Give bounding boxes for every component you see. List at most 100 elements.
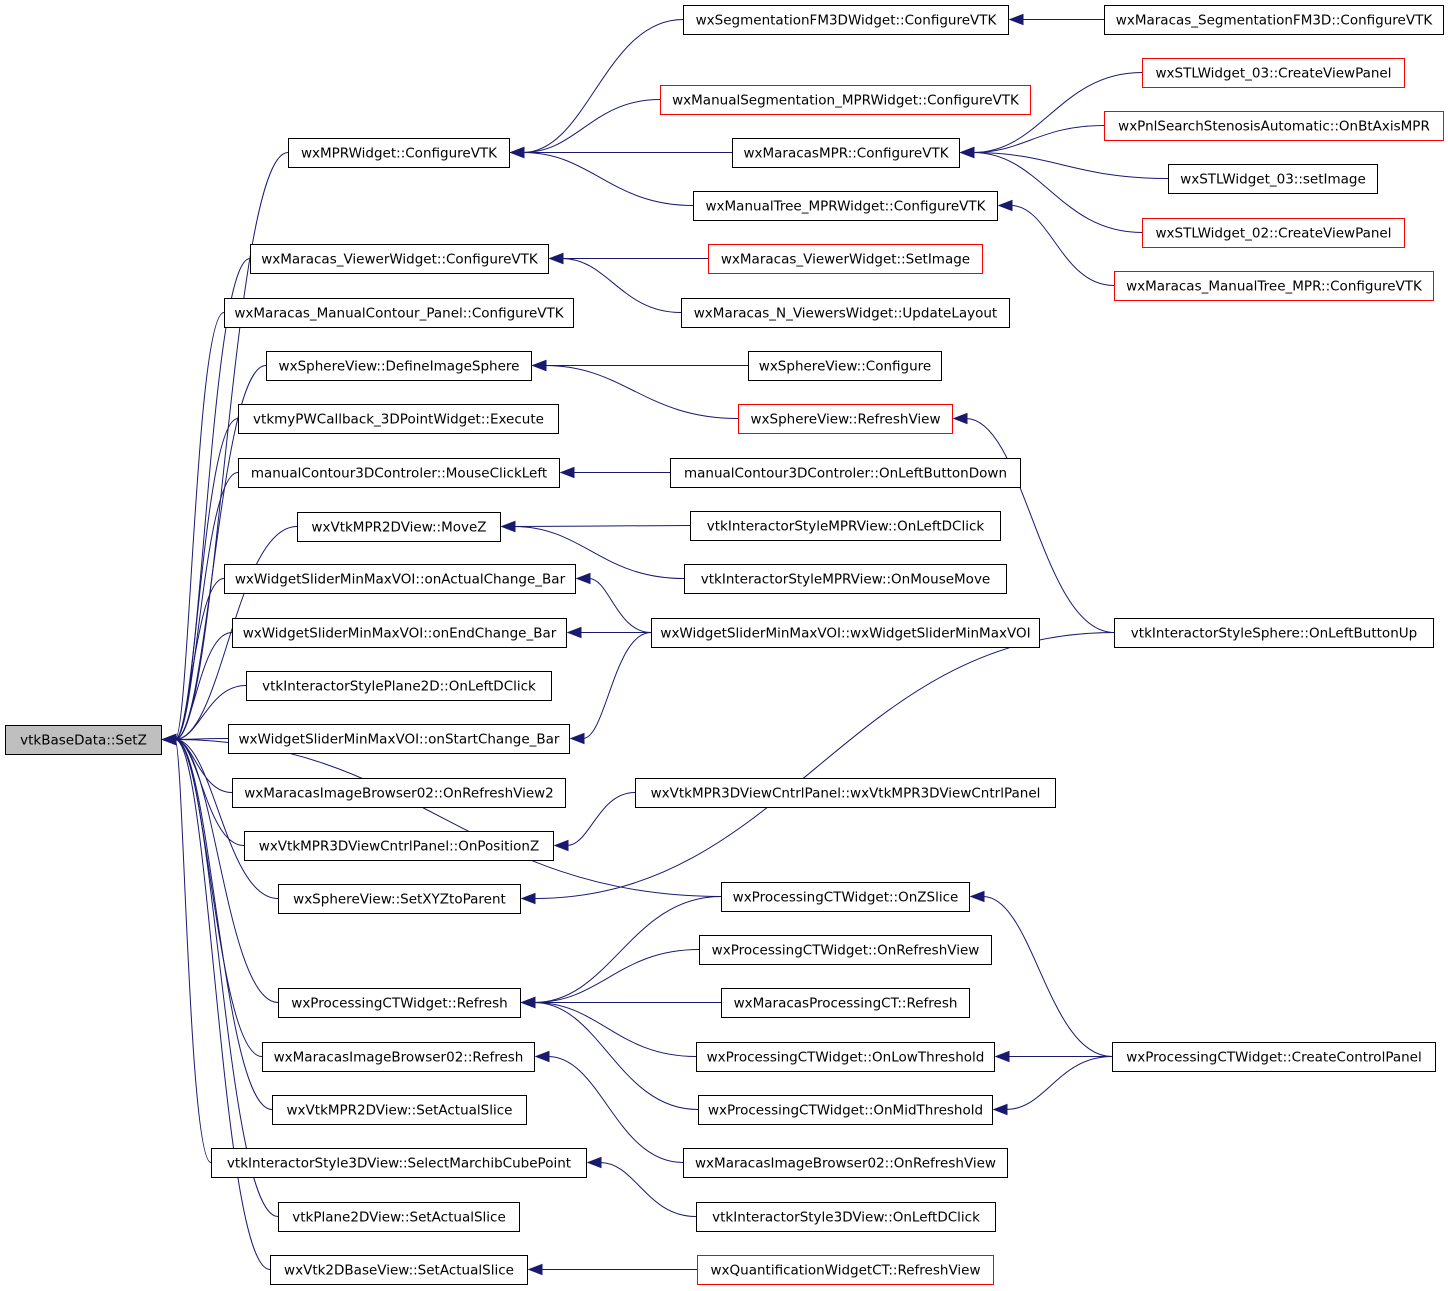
graph-node[interactable]: wxManualTree_MPRWidget::ConfigureVTK xyxy=(693,191,998,221)
node-box xyxy=(696,1202,996,1232)
graph-node[interactable]: wxVtkMPR3DViewCntrlPanel::wxVtkMPR3DView… xyxy=(635,778,1056,808)
arrow-head-icon xyxy=(500,520,516,533)
graph-node[interactable]: wxProcessingCTWidget::Refresh xyxy=(278,988,521,1018)
node-box xyxy=(288,138,510,168)
graph-node[interactable]: wxProcessingCTWidget::OnLowThreshold xyxy=(696,1042,995,1072)
arrow-head-icon xyxy=(520,996,536,1009)
arrow-head-icon xyxy=(959,146,975,159)
call-edge xyxy=(513,525,691,527)
graph-node[interactable]: vtkInteractorStyle3DView::OnLeftDClick xyxy=(696,1202,996,1232)
call-edge xyxy=(174,472,239,740)
graph-node[interactable]: wxSphereView::RefreshView xyxy=(738,404,953,434)
arrow-head-icon xyxy=(161,733,177,746)
node-box xyxy=(1142,218,1405,248)
node-label: vtkInteractorStyleMPRView::OnLeftDClick xyxy=(707,519,985,535)
node-box xyxy=(232,618,567,648)
graph-node[interactable]: wxMaracasImageBrowser02::Refresh xyxy=(262,1042,535,1072)
graph-node[interactable]: wxVtk2DBaseView::SetActualSlice xyxy=(270,1255,528,1285)
graph-node[interactable]: wxWidgetSliderMinMaxVOI::onEndChange_Bar xyxy=(232,618,567,648)
graph-node[interactable]: wxSTLWidget_03::CreateViewPanel xyxy=(1142,58,1405,88)
graph-node[interactable]: vtkPlane2DView::SetActualSlice xyxy=(278,1202,520,1232)
node-label: wxWidgetSliderMinMaxVOI::onStartChange_B… xyxy=(239,732,560,748)
node-box xyxy=(660,85,1031,115)
node-box xyxy=(670,458,1021,488)
graph-node[interactable]: wxMaracasImageBrowser02::OnRefreshView xyxy=(683,1148,1008,1178)
graph-node[interactable]: wxMaracas_ViewerWidget::SetImage xyxy=(708,244,983,274)
arrow-head-icon xyxy=(534,1050,550,1063)
arrow-head-icon xyxy=(520,892,536,905)
graph-node[interactable]: wxWidgetSliderMinMaxVOI::onStartChange_B… xyxy=(228,724,570,754)
arrow-head-icon xyxy=(575,572,591,585)
graph-node[interactable]: manualContour3DControler::OnLeftButtonDo… xyxy=(670,458,1021,488)
arrow-head-icon xyxy=(586,1156,602,1169)
arrow-head-icon xyxy=(553,839,569,852)
graph-node[interactable]: vtkInteractorStylePlane2D::OnLeftDClick xyxy=(246,671,552,701)
node-label: wxSphereView::Configure xyxy=(759,359,931,375)
graph-node[interactable]: wxPnlSearchStenosisAutomatic::OnBtAxisMP… xyxy=(1104,111,1444,141)
graph-node[interactable]: vtkInteractorStyleMPRView::OnLeftDClick xyxy=(690,511,1001,541)
graph-node[interactable]: wxProcessingCTWidget::OnMidThreshold xyxy=(698,1095,993,1125)
graph-node[interactable]: wxMaracas_N_ViewersWidget::UpdateLayout xyxy=(681,298,1010,328)
graph-node[interactable]: wxMaracas_ManualTree_MPR::ConfigureVTK xyxy=(1114,271,1434,301)
graph-node[interactable]: wxMaracasProcessingCT::Refresh xyxy=(721,988,970,1018)
arrow-head-icon xyxy=(992,1103,1008,1116)
graph-node[interactable]: vtkInteractorStyleSphere::OnLeftButtonUp xyxy=(1114,618,1434,648)
graph-node[interactable]: wxSTLWidget_03::setImage xyxy=(1168,164,1378,194)
node-label: wxMaracas_ViewerWidget::ConfigureVTK xyxy=(261,252,539,268)
graph-node[interactable]: wxMaracas_ViewerWidget::ConfigureVTK xyxy=(250,244,549,274)
node-label: vtkInteractorStyle3DView::OnLeftDClick xyxy=(712,1210,980,1226)
graph-node[interactable]: wxProcessingCTWidget::CreateControlPanel xyxy=(1112,1042,1436,1072)
graph-node[interactable]: manualContour3DControler::MouseClickLeft xyxy=(238,458,560,488)
node-box xyxy=(246,671,552,701)
node-label: wxMaracasImageBrowser02::OnRefreshView2 xyxy=(244,786,554,802)
node-box xyxy=(1112,1042,1436,1072)
node-label: wxSTLWidget_02::CreateViewPanel xyxy=(1155,226,1391,242)
graph-node[interactable]: wxSphereView::SetXYZtoParent xyxy=(278,884,521,914)
graph-node[interactable]: wxSphereView::Configure xyxy=(748,351,942,381)
graph-node[interactable]: vtkInteractorStyleMPRView::OnMouseMove xyxy=(684,564,1007,594)
node-box xyxy=(699,935,992,965)
graph-node[interactable]: wxVtkMPR2DView::SetActualSlice xyxy=(272,1095,527,1125)
arrow-head-icon xyxy=(527,1263,543,1276)
node-label: wxMaracas_N_ViewersWidget::UpdateLayout xyxy=(694,306,997,322)
root-node[interactable]: vtkBaseData::SetZ xyxy=(5,725,162,755)
graph-edges xyxy=(161,13,1169,1276)
node-label: wxProcessingCTWidget::OnRefreshView xyxy=(712,943,980,959)
graph-nodes: vtkBaseData::SetZ wxMPRWidget::ConfigureV… xyxy=(5,5,1444,1285)
graph-node[interactable]: wxWidgetSliderMinMaxVOI::wxWidgetSliderM… xyxy=(651,618,1040,648)
graph-node[interactable]: wxSphereView::DefineImageSphere xyxy=(266,351,532,381)
graph-node[interactable]: wxManualSegmentation_MPRWidget::Configur… xyxy=(660,85,1031,115)
node-label: wxMPRWidget::ConfigureVTK xyxy=(301,146,498,162)
graph-node[interactable]: vtkInteractorStyle3DView::SelectMarchibC… xyxy=(211,1148,587,1178)
graph-node[interactable]: wxMaracasImageBrowser02::OnRefreshView2 xyxy=(232,778,566,808)
call-edge xyxy=(174,739,212,1163)
graph-node[interactable]: wxVtkMPR2DView::MoveZ xyxy=(297,512,501,542)
node-box xyxy=(697,1255,994,1285)
node-box xyxy=(1104,111,1444,141)
node-box xyxy=(651,618,1040,648)
call-edge xyxy=(972,125,1105,153)
graph-node[interactable]: wxProcessingCTWidget::OnRefreshView xyxy=(699,935,992,965)
node-label: wxMaracasProcessingCT::Refresh xyxy=(734,996,958,1012)
node-box xyxy=(748,351,942,381)
graph-node[interactable]: wxMaracas_ManualContour_Panel::Configure… xyxy=(224,298,574,328)
graph-node[interactable]: wxMPRWidget::ConfigureVTK xyxy=(288,138,510,168)
graph-node[interactable]: wxSegmentationFM3DWidget::ConfigureVTK xyxy=(683,5,1009,35)
call-edge xyxy=(174,685,247,740)
node-label: wxSphereView::SetXYZtoParent xyxy=(293,892,506,908)
arrow-head-icon xyxy=(569,732,585,745)
graph-node[interactable]: wxVtkMPR3DViewCntrlPanel::OnPositionZ xyxy=(244,831,554,861)
node-box xyxy=(698,1095,993,1125)
graph-node[interactable]: wxProcessingCTWidget::OnZSlice xyxy=(721,882,970,912)
graph-node[interactable]: wxQuantificationWidgetCT::RefreshView xyxy=(697,1255,994,1285)
graph-node[interactable]: wxMaracasMPR::ConfigureVTK xyxy=(732,138,960,168)
graph-node[interactable]: wxWidgetSliderMinMaxVOI::onActualChange_… xyxy=(224,564,576,594)
graph-node[interactable]: wxMaracas_SegmentationFM3D::ConfigureVTK xyxy=(1104,5,1444,35)
node-label: wxSphereView::RefreshView xyxy=(750,412,940,428)
node-label: wxMaracas_SegmentationFM3D::ConfigureVTK xyxy=(1116,13,1434,29)
arrow-head-icon xyxy=(566,626,582,639)
graph-node[interactable]: wxSTLWidget_02::CreateViewPanel xyxy=(1142,218,1405,248)
graph-node[interactable]: vtkmyPWCallback_3DPointWidget::Execute xyxy=(238,404,559,434)
node-box xyxy=(224,564,576,594)
arrow-head-icon xyxy=(969,890,985,903)
